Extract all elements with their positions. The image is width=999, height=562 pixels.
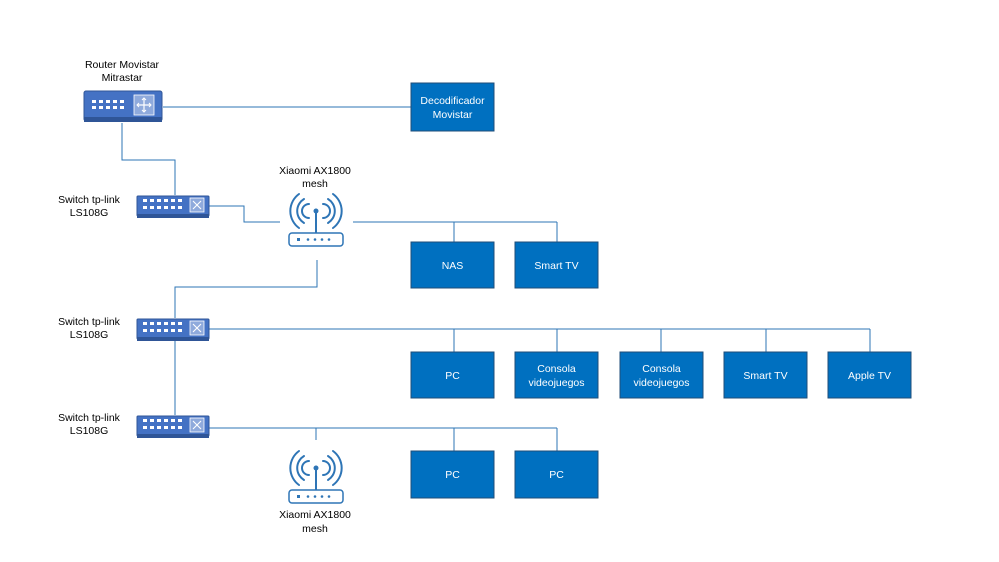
node-box [410,450,495,499]
switch-2-label-line2: LS108G [70,329,109,341]
node-label: Smart TV [534,260,578,272]
link-router-switch1 [121,123,176,195]
router: Router Movistar Mitrastar [83,59,163,122]
mesh-1: Xiaomi AX1800 mesh [279,165,351,247]
switch-2-label-line1: Switch tp-link [58,316,121,328]
node-label: Smart TV [743,370,787,382]
wireless-access-point-icon [288,193,344,247]
node-label-line2: Movistar [433,109,473,121]
node-label: Apple TV [848,370,891,382]
node-box [514,241,599,289]
node-label-line1: Consola [537,363,576,375]
node-label-line2: videojuegos [528,377,584,389]
router-label-line2: Mitrastar [102,72,143,84]
node-apple-tv: Apple TV [827,351,912,399]
node-box [410,241,495,289]
node-consola-2: Consola videojuegos [619,351,704,399]
node-smart-tv-1: Smart TV [514,241,599,289]
node-box [827,351,912,399]
node-pc-2: PC [410,450,495,499]
node-pc-1: PC [410,351,495,399]
link-switch1-mesh1 [209,205,280,223]
node-label-line2: videojuegos [633,377,689,389]
node-label-line1: Decodificador [420,95,485,107]
node-decodificador: Decodificador Movistar [410,82,495,132]
node-label: PC [445,370,460,382]
node-pc-3: PC [514,450,599,499]
mesh-2: Xiaomi AX1800 mesh [279,450,351,535]
mesh-2-label-line1: Xiaomi AX1800 [279,509,351,521]
switch-1-label-line1: Switch tp-link [58,194,121,206]
link-mesh1-switch2 [174,260,318,318]
switch-1-label-line2: LS108G [70,207,109,219]
connection-lines [121,106,871,451]
switch-3: Switch tp-link LS108G [58,412,210,438]
node-box [514,450,599,499]
switch-3-label-line1: Switch tp-link [58,412,121,424]
router-label-line1: Router Movistar [85,59,160,71]
mesh-1-label-line1: Xiaomi AX1800 [279,165,351,177]
switch-icon [136,415,210,438]
node-box [514,351,599,399]
mesh-2-label-line2: mesh [302,523,328,535]
node-consola-1: Consola videojuegos [514,351,599,399]
switch-3-label-line2: LS108G [70,425,109,437]
router-icon [83,90,163,122]
node-label: PC [549,469,564,481]
switch-1: Switch tp-link LS108G [58,194,210,219]
node-box [723,351,808,399]
node-label-line1: Consola [642,363,681,375]
mesh-1-label-line2: mesh [302,178,328,190]
wireless-access-point-icon [288,450,344,504]
switch-icon [136,195,210,218]
node-box [410,82,495,132]
switch-2: Switch tp-link LS108G [58,316,210,341]
node-box [410,351,495,399]
node-box [619,351,704,399]
node-nas: NAS [410,241,495,289]
node-label: PC [445,469,460,481]
node-smart-tv-2: Smart TV [723,351,808,399]
switch-icon [136,318,210,341]
node-label: NAS [442,260,464,272]
